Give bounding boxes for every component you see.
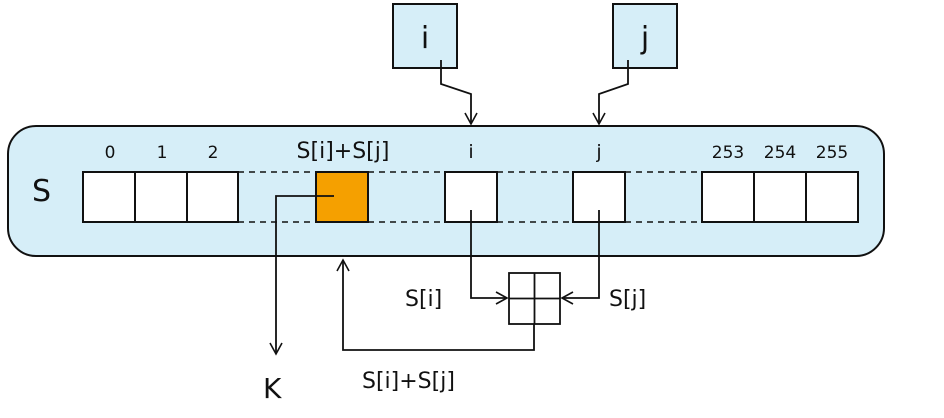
- state-array-label: S: [32, 174, 51, 209]
- index-label-j: j: [595, 141, 601, 163]
- arrow-j-to-array: [592, 60, 629, 126]
- cell-1: [134, 171, 188, 223]
- adder-block: [508, 272, 561, 325]
- arrow-si-to-adder: [470, 210, 509, 305]
- pointer-box-i: [392, 3, 458, 69]
- index-label-1: 1: [157, 143, 168, 163]
- index-label-0: 0: [105, 143, 116, 163]
- index-label-255: 255: [816, 143, 848, 163]
- array-dashed-gaps: [238, 171, 702, 223]
- index-label-i: i: [468, 141, 473, 163]
- arrow-sum-to-cell: [336, 258, 535, 351]
- pointer-box-j: [612, 3, 678, 69]
- cell-2: [186, 171, 239, 223]
- arrow-i-to-array: [440, 60, 478, 126]
- index-label-254: 254: [764, 143, 796, 163]
- pointer-box-j-label: j: [640, 21, 649, 56]
- cell-253: [701, 171, 755, 223]
- adder-input-right-label: S[j]: [609, 287, 646, 312]
- cell-255: [805, 171, 859, 223]
- cell-sum-highlighted: [315, 171, 369, 223]
- index-label-253: 253: [712, 143, 744, 163]
- arrow-sj-to-adder: [560, 210, 600, 305]
- index-label-sum: S[i]+S[j]: [297, 139, 390, 164]
- arrow-cell-to-k: [269, 195, 334, 356]
- pointer-box-i-label: i: [421, 21, 429, 56]
- index-label-2: 2: [208, 143, 219, 163]
- output-k-label: K: [263, 372, 282, 405]
- adder-output-label: S[i]+S[j]: [362, 369, 455, 394]
- cell-0: [82, 171, 136, 223]
- adder-input-left-label: S[i]: [405, 287, 442, 312]
- cell-254: [753, 171, 807, 223]
